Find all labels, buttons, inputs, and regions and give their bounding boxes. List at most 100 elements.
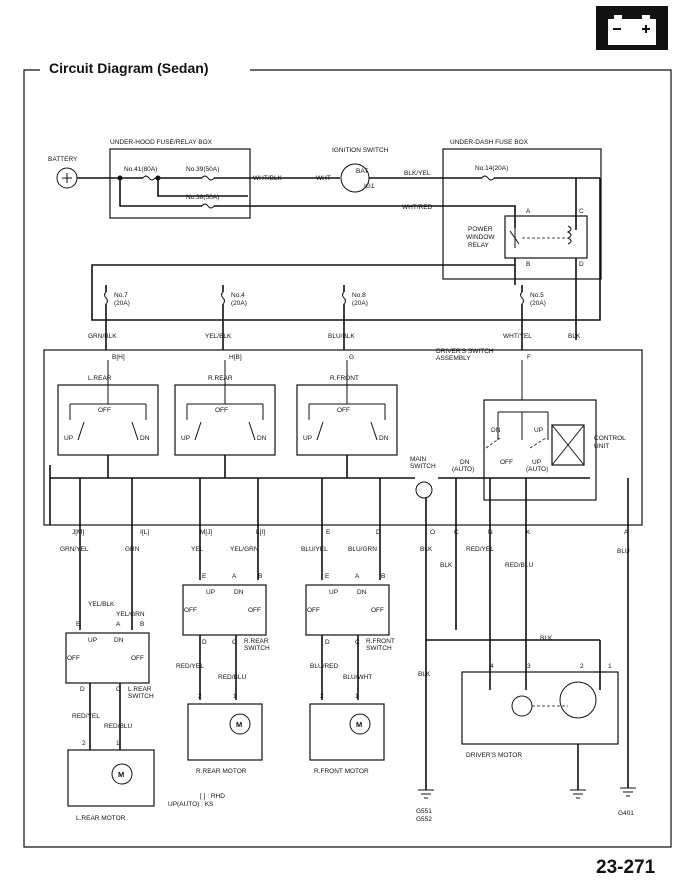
switch-rfront-off: OFF: [337, 407, 350, 414]
drv-off-label: OFF: [500, 459, 513, 466]
rrear-sw-label-2: SWITCH: [244, 645, 270, 652]
under-hood-fuse-box: [109, 148, 251, 219]
relay-label-1: POWER: [468, 226, 493, 233]
fuse-5-rating: (20A): [530, 300, 546, 307]
ignition-switch-symbol: [340, 163, 370, 193]
under-hood-box-label: UNDER-HOOD FUSE/RELAY BOX: [110, 139, 213, 146]
connector-o: O: [430, 529, 435, 536]
lrear-sw-off-l: OFF: [67, 655, 80, 662]
rfront-motor-m: M: [356, 720, 362, 729]
drv-motor-pin1: 1: [608, 663, 612, 670]
drv-up-auto-1: UP: [532, 459, 541, 466]
switch-rrear-dn: DN: [257, 435, 267, 442]
rfront-lower-switch: E A B UP DN OFF OFF D C R.FRONT SWITCH: [305, 573, 395, 652]
switch-lrear-label: L.REAR: [88, 375, 112, 382]
wire-wht-blk-label: WHT/BLK: [253, 175, 283, 182]
drv-dn-label: DN: [491, 427, 501, 434]
connector-bh: B[H]: [112, 354, 125, 361]
lrear-lower-switch: E A B UP DN OFF OFF D C L.REAR SWITCH: [65, 621, 154, 700]
rrear-motor-m: M: [236, 720, 242, 729]
wire-red-yel3-label: RED/YEL: [72, 713, 100, 720]
rfront-sw-a: A: [355, 573, 360, 580]
wire-blk2a-label: BLK: [420, 546, 433, 553]
lrear-sw-c: C: [116, 686, 121, 693]
switch-rfront-up: UP: [303, 435, 312, 442]
rrear-sw-d: D: [202, 639, 207, 646]
rfront-sw-label-2: SWITCH: [366, 645, 392, 652]
switch-rfront-dn: DN: [379, 435, 389, 442]
lrear-sw-off-r: OFF: [131, 655, 144, 662]
fuse-7-rating: (20A): [114, 300, 130, 307]
lrear-motor-label: L.REAR MOTOR: [76, 815, 126, 822]
rrear-sw-label-1: R.REAR: [244, 638, 269, 645]
battery-icon: [596, 6, 668, 50]
switch-lrear-dn: DN: [140, 435, 150, 442]
relay-pin-c: C: [579, 208, 584, 215]
lrear-sw-e: E: [76, 621, 81, 628]
wire-grn-yel-label: GRN/YEL: [60, 546, 89, 553]
page-number: 23-271: [596, 857, 656, 878]
rrear-sw-dn: DN: [234, 589, 244, 596]
legend-rhd: [ ] : RHD: [200, 793, 225, 800]
connector-mj: M[J]: [200, 529, 212, 536]
relay-label-3: RELAY: [468, 242, 489, 249]
wire-blu-yel-label: BLU/YEL: [301, 546, 328, 553]
lrear-motor-pin2: 2: [82, 740, 86, 747]
lrear-sw-up: UP: [88, 637, 97, 644]
rfront-motor: M 2 1 R.FRONT MOTOR: [309, 693, 385, 775]
switch-rrear-label: R.REAR: [208, 375, 233, 382]
rrear-motor-label: R.REAR MOTOR: [196, 768, 247, 775]
rfront-sw-up: UP: [329, 589, 338, 596]
relay-label-2: WINDOW: [466, 234, 495, 241]
ignition-switch-label: IGNITION SWITCH: [332, 147, 389, 154]
wire-blk1-label: BLK: [568, 333, 581, 340]
wire-yel-grn2-label: YEL/GRN: [116, 611, 145, 618]
wire-red-blu2-label: RED/BLU: [218, 674, 246, 681]
rrear-sw-e: E: [202, 573, 207, 580]
legend-ks: UP(AUTO) : KS: [168, 801, 214, 808]
switch-rfront: R.FRONT OFF UP DN: [296, 360, 398, 456]
wire-red-yel1-label: RED/YEL: [466, 546, 494, 553]
drivers-switch-assembly: [43, 349, 643, 526]
rrear-sw-c: C: [232, 639, 237, 646]
wire-yel-grn-label: YEL/GRN: [230, 546, 259, 553]
lrear-sw-b: B: [140, 621, 144, 628]
diagram-frame: [23, 69, 672, 848]
rrear-sw-off-r: OFF: [248, 607, 261, 614]
wire-red-blu1-label: RED/BLU: [505, 562, 533, 569]
switch-lrear-off: OFF: [98, 407, 111, 414]
switch-rrear: R.REAR OFF UP DN: [174, 360, 276, 456]
wire-blu-wht-label: BLU/WHT: [343, 674, 372, 681]
relay-pin-a: A: [526, 208, 531, 215]
dsa-label-2: ASSEMBLY: [436, 355, 471, 362]
fuse-4-label: No.4: [231, 292, 245, 299]
lrear-sw-label-1: L.REAR: [128, 686, 152, 693]
fuse-8-label: No.8: [352, 292, 366, 299]
wire-blk2c-label: BLK: [418, 671, 431, 678]
ground-g552: G552: [416, 816, 432, 823]
wire-yel-blk-label: YEL/BLK: [205, 333, 232, 340]
connector-f: F: [527, 354, 531, 361]
wire-wht-label: WHT: [316, 175, 331, 182]
rfront-sw-label-1: R.FRONT: [366, 638, 395, 645]
wire-yel-blk2-label: YEL/BLK: [88, 601, 115, 608]
rfront-sw-off-r: OFF: [371, 607, 384, 614]
drv-motor-pin4: 4: [490, 663, 494, 670]
rrear-motor: M 2 1 R.REAR MOTOR: [187, 693, 263, 775]
rfront-motor-pin1: 1: [355, 693, 359, 700]
fuse-8-rating: (20A): [352, 300, 368, 307]
fuse-7-label: No.7: [114, 292, 128, 299]
drivers-motor: 4 3 2 1 DRIVER'S MOTOR: [461, 663, 619, 759]
lrear-motor: M 2 1 L.REAR MOTOR: [67, 740, 155, 822]
connector-jm: J[M]: [72, 529, 84, 536]
switch-rfront-label: R.FRONT: [330, 375, 359, 382]
lrear-motor-pin1: 1: [116, 740, 120, 747]
connector-li: L[I]: [256, 529, 265, 536]
fuse-39-label: No.39(50A): [186, 166, 219, 173]
fuse-14-label: No.14(20A): [475, 165, 508, 172]
wire-red-yel2-label: RED/YEL: [176, 663, 204, 670]
rrear-motor-pin2: 2: [198, 693, 202, 700]
wire-grn-blk-label: GRN/BLK: [88, 333, 117, 340]
ignition-ig1-label: IG1: [364, 183, 375, 190]
